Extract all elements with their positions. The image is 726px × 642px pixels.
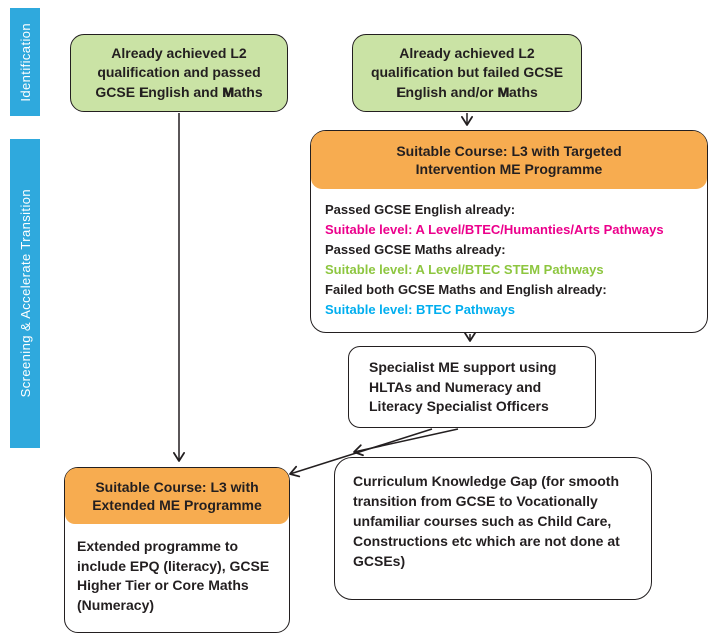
pathway-line-failed-both: Failed both GCSE Maths and English alrea… — [325, 282, 607, 297]
bold-e: E — [138, 83, 149, 100]
node-achieved-l2-passed-gcse: Already achieved L2 qualification and pa… — [70, 34, 288, 112]
extended-programme-text: Extended programme to include EPQ (liter… — [77, 538, 270, 613]
phase-tab-identification-label: Identification — [17, 22, 33, 102]
node-curriculum-knowledge-gap: Curriculum Knowledge Gap (for smooth tra… — [334, 457, 652, 600]
phase-tab-identification: Identification — [10, 8, 40, 116]
targeted-course-header: Suitable Course: L3 with Targeted Interv… — [311, 131, 707, 189]
curriculum-gap-text: Curriculum Knowledge Gap (for smooth tra… — [353, 473, 620, 569]
node-targeted-intervention-programme: Suitable Course: L3 with Targeted Interv… — [310, 130, 708, 333]
phase-tab-screening-label: Screening & Accelerate Transition — [17, 189, 33, 398]
bold-e: E — [396, 83, 406, 100]
pathway-line-english-passed: Passed GCSE English already: — [325, 202, 516, 217]
specialist-support-text: Specialist ME support using HLTAs and Nu… — [369, 359, 557, 415]
phase-tab-screening-accelerate-transition: Screening & Accelerate Transition — [10, 139, 40, 448]
bold-m: M — [222, 83, 234, 100]
node-achieved-l2-passed-text: Already achieved L2 qualification and pa… — [95, 45, 263, 100]
extended-course-header: Suitable Course: L3 with Extended ME Pro… — [65, 468, 289, 524]
pathway-line-maths-passed: Passed GCSE Maths already: — [325, 242, 506, 257]
node-specialist-me-support: Specialist ME support using HLTAs and Nu… — [348, 346, 596, 428]
pathway-line-humanities-arts: Suitable level: A Level/BTEC/Humanties/A… — [325, 222, 664, 237]
node-achieved-l2-failed-text: Already achieved L2 qualification but fa… — [370, 45, 564, 100]
node-achieved-l2-failed-gcse: Already achieved L2 qualification but fa… — [352, 34, 582, 112]
bold-m: M — [497, 83, 509, 100]
arrow-specialist-to-curriculum — [353, 428, 459, 457]
pathway-line-stem: Suitable level: A Level/BTEC STEM Pathwa… — [325, 262, 604, 277]
targeted-pathway-list: Passed GCSE English already: Suitable le… — [311, 189, 707, 331]
node-extended-me-programme: Suitable Course: L3 with Extended ME Pro… — [64, 467, 290, 633]
pathway-line-btec: Suitable level: BTEC Pathways — [325, 302, 516, 317]
